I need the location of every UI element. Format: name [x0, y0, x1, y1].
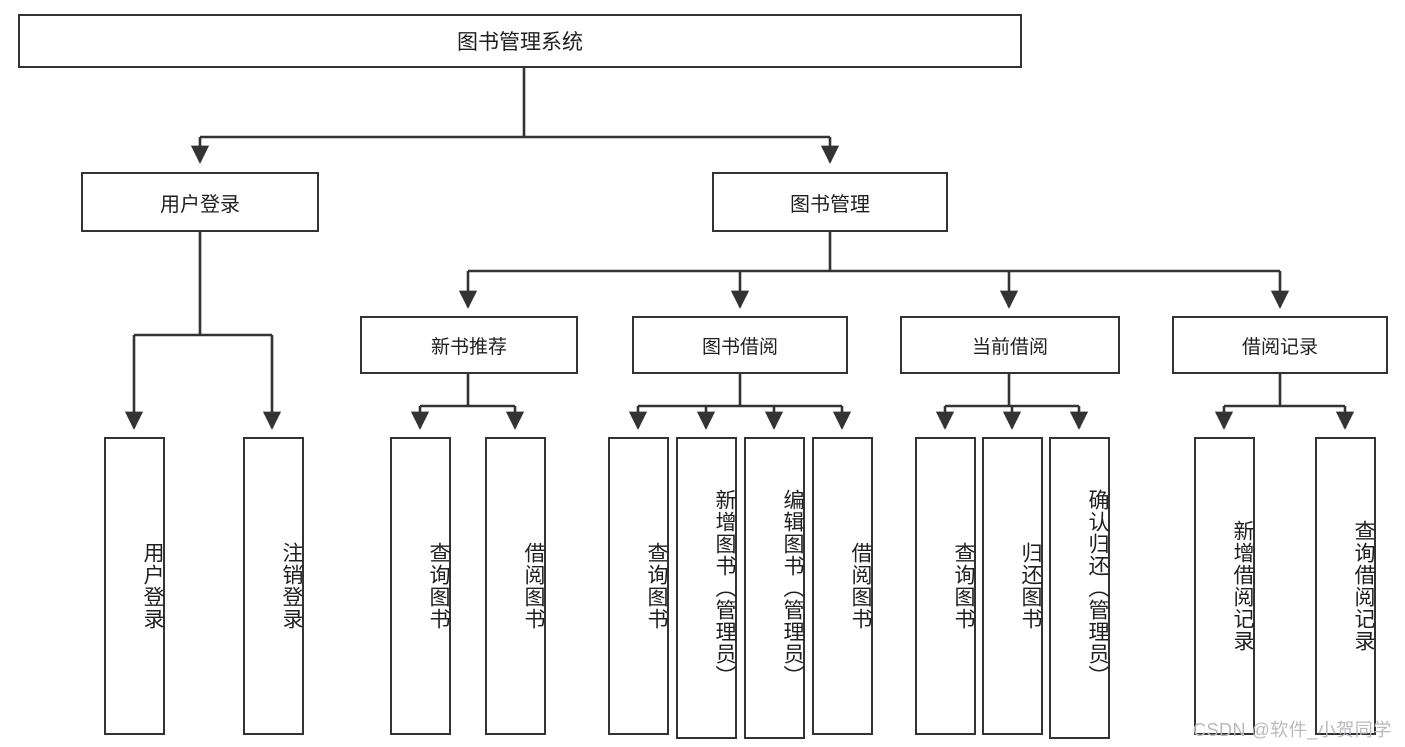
leaf-add-book-admin[interactable]: 新增图书（管理员）	[676, 437, 737, 739]
node-borrow-records[interactable]: 借阅记录	[1172, 316, 1388, 374]
leaf-query-book-new[interactable]: 查询图书	[390, 437, 451, 735]
leaf-edit-book-admin[interactable]: 编辑图书（管理员）	[744, 437, 805, 739]
node-current-borrow[interactable]: 当前借阅	[900, 316, 1120, 374]
node-book-borrow[interactable]: 图书借阅	[632, 316, 848, 374]
leaf-query-borrow-record[interactable]: 查询借阅记录	[1315, 437, 1376, 735]
node-user-login[interactable]: 用户登录	[81, 172, 319, 232]
leaf-query-book-current[interactable]: 查询图书	[915, 437, 976, 735]
leaf-confirm-return-admin[interactable]: 确认归还（管理员）	[1049, 437, 1110, 739]
leaf-return-book[interactable]: 归还图书	[982, 437, 1043, 735]
leaf-borrow-book-new[interactable]: 借阅图书	[485, 437, 546, 735]
leaf-logout[interactable]: 注销登录	[243, 437, 304, 735]
node-new-book-recommend[interactable]: 新书推荐	[360, 316, 578, 374]
leaf-query-book[interactable]: 查询图书	[608, 437, 669, 735]
csdn-watermark: CSDN @软件_小贺同学	[1193, 720, 1392, 740]
node-root[interactable]: 图书管理系统	[18, 14, 1022, 68]
leaf-user-login[interactable]: 用户登录	[104, 437, 165, 735]
leaf-borrow-book[interactable]: 借阅图书	[812, 437, 873, 735]
node-book-management[interactable]: 图书管理	[712, 172, 948, 232]
leaf-add-borrow-record[interactable]: 新增借阅记录	[1194, 437, 1255, 735]
